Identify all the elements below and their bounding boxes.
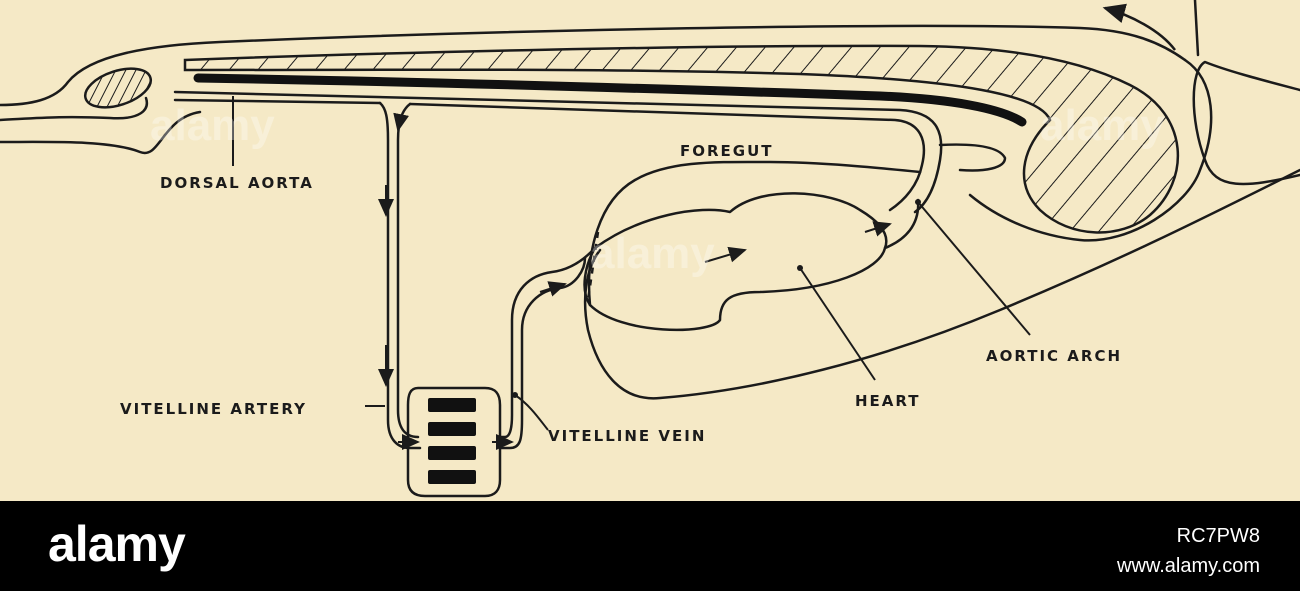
site-url[interactable]: www.alamy.com [1117, 555, 1260, 577]
heart-outline [583, 192, 888, 332]
alamy-logo[interactable]: alamy [48, 516, 186, 572]
head-outline [968, 58, 1213, 242]
leader-aortic-arch [917, 201, 1031, 336]
body-outline-ventral [583, 168, 1300, 400]
yolk-block [428, 470, 476, 484]
leader-heart [799, 267, 876, 381]
label-aortic-arch: AORTIC ARCH [986, 347, 1122, 365]
yolk-block [428, 422, 476, 436]
vitelline-artery-inner [396, 102, 420, 439]
leader-dot [512, 392, 518, 398]
vitelline-vein-outer [498, 256, 587, 450]
dorsal-aorta-vessel [193, 73, 1027, 127]
vitelline-artery-outer [378, 101, 422, 450]
label-dorsal-aorta: DORSAL AORTA [160, 174, 314, 192]
diagram-svg: DORSAL AORTA FOREGUT AORTIC ARCH HEART V… [0, 0, 1300, 498]
foregut-lower-wall [173, 98, 926, 212]
caudal-oval [83, 67, 153, 109]
flow-arrow [864, 221, 892, 237]
watermark: alamy [1040, 101, 1165, 150]
leader-dot [915, 199, 921, 205]
right-wall-outline [1192, 60, 1300, 186]
leader-dot [797, 265, 803, 271]
watermark: alamy [590, 229, 715, 278]
image-id: RC7PW8 [1176, 525, 1260, 547]
vitelline-vein-inner [498, 246, 597, 439]
yolk-capillaries [428, 398, 476, 484]
yolk-box [406, 386, 502, 498]
label-vitelline-artery: VITELLINE ARTERY [120, 400, 307, 418]
foregut-upper-wall [173, 90, 943, 214]
top-line [1193, 0, 1200, 57]
label-vitelline-vein: VITELLINE VEIN [548, 427, 706, 445]
flow-arrow [393, 112, 409, 132]
flow-arrow [704, 246, 747, 263]
notochord [183, 44, 1180, 234]
embryo-circulation-diagram: DORSAL AORTA FOREGUT AORTIC ARCH HEART V… [0, 0, 1300, 498]
flow-arrow-top [1102, 3, 1176, 51]
flow-arrow [539, 281, 567, 297]
leader-vitelline-vein [514, 394, 549, 431]
label-heart: HEART [855, 392, 921, 410]
aortic-arch-vessel [883, 198, 920, 250]
yolk-block [428, 398, 476, 412]
stock-footer-bar: alamy RC7PW8 www.alamy.com [0, 501, 1300, 591]
label-foregut: FOREGUT [680, 142, 774, 160]
tail-outline [0, 96, 202, 155]
foregut-end [938, 143, 1007, 172]
footer-meta: RC7PW8 www.alamy.com [1117, 521, 1260, 581]
yolk-block [428, 446, 476, 460]
watermark: alamy [150, 101, 275, 150]
pericardium [587, 160, 922, 307]
body-outline-dorsal [0, 24, 1187, 107]
